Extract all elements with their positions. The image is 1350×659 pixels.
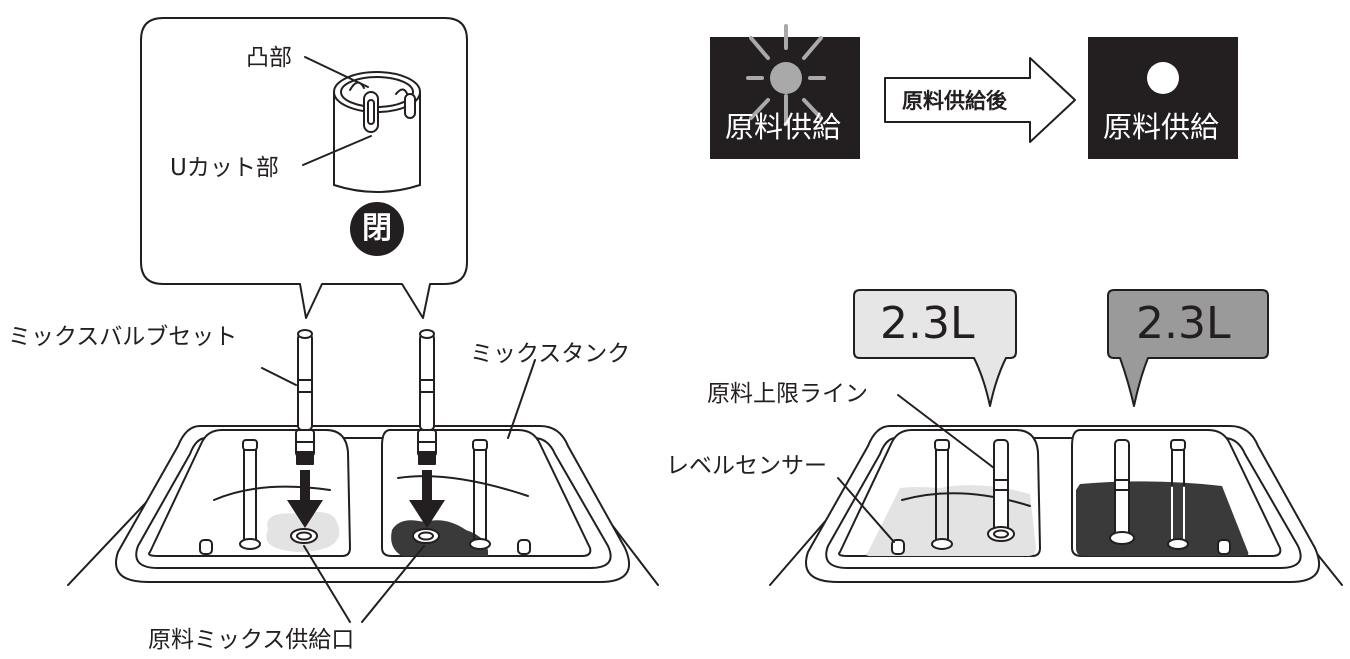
level-sensor-label: レベルセンサー [666,453,827,479]
lamp-after [1088,37,1238,159]
supply-port-label: 原料ミックス供給口 [148,627,355,653]
upper-limit-label: 原料上限ライン [707,381,868,407]
upper-limit-leader [897,394,995,469]
volume-right: 2.3L [1136,298,1231,349]
lamp-before-indicator [770,62,802,94]
sequence-arrow [884,57,1076,143]
closed-badge: 閉 [350,202,404,256]
u-cut-label: Uカット部 [170,155,279,181]
mix-valve-set-right [417,329,437,465]
supply-port-left [290,528,318,544]
valve-set-leader [261,367,297,386]
protrusion-leader [304,56,369,88]
lamp-before-text: 原料供給 [725,110,842,144]
u-cut-leader [302,135,372,166]
insert-arrow-right [409,470,445,528]
mix-fill-right [391,520,489,556]
volume-left: 2.3L [880,298,975,349]
tank-label: ミックスタンク [470,341,631,367]
insert-arrow-left [287,470,323,528]
supply-port-leader-left [303,545,351,623]
lamp-after-text: 原料供給 [1103,110,1220,144]
valve-set-label: ミックスバルブセット [8,324,238,350]
volume-bubble-right [1107,289,1269,407]
sequence-arrow-text: 原料供給後 [902,89,1007,113]
tank-leader [507,359,536,439]
level-sensor-leader [837,477,895,543]
lamp-after-indicator [1147,62,1179,94]
protrusion-label: 凸部 [246,45,292,71]
blink-rays [746,24,826,126]
level-sensor [891,539,905,555]
supply-port-right [412,528,440,544]
upper-limit-rod [993,439,1009,533]
mix-valve-set-left [295,329,315,465]
supply-port-leader-right [361,545,425,623]
volume-bubble-left [853,289,1017,407]
